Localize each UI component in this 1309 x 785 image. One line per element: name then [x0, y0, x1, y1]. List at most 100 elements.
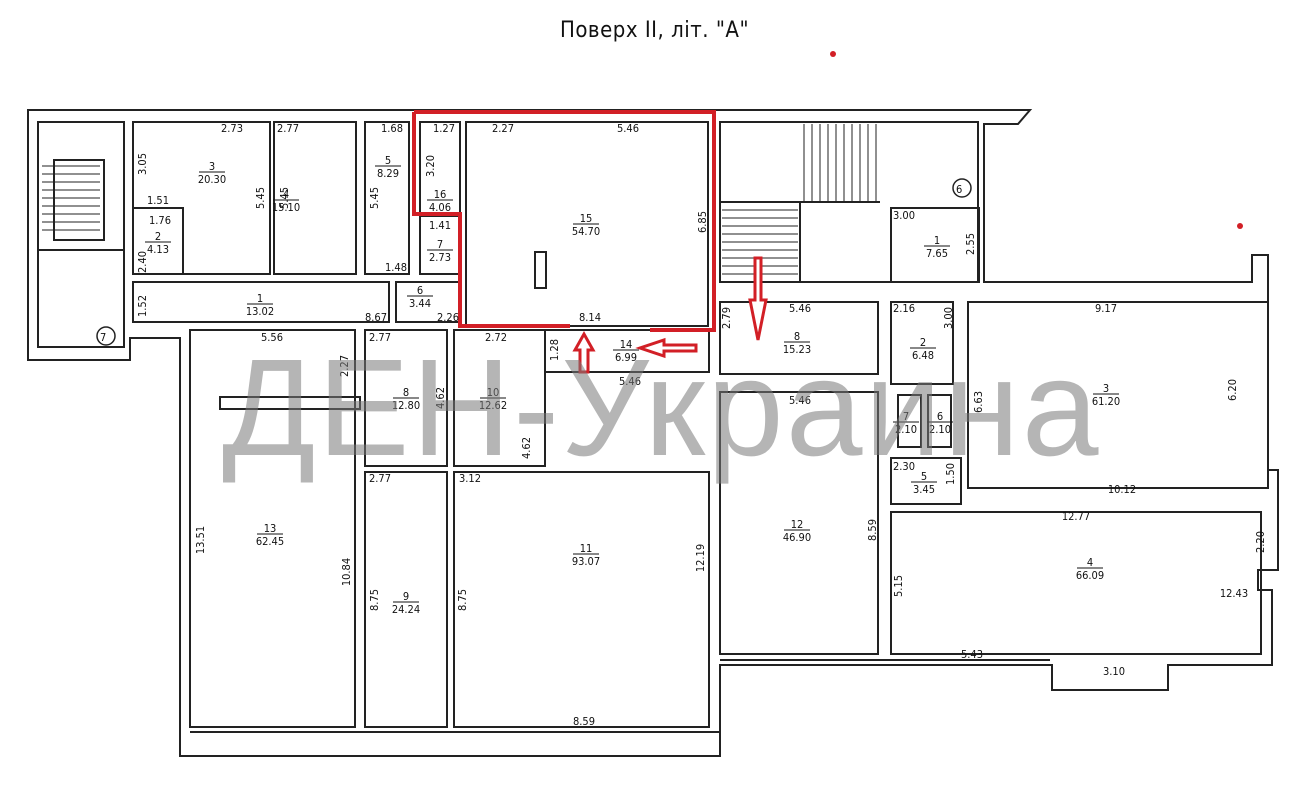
room-area-left-5: 8.29	[377, 167, 399, 180]
dimension-label: 3.05	[136, 153, 149, 175]
dimension-label: 8.59	[866, 519, 879, 541]
room-area-left-9: 24.24	[392, 603, 420, 616]
room-area-right-4: 66.09	[1076, 569, 1104, 582]
dimension-label: 8.14	[579, 311, 601, 324]
room-number-right-12: 12	[791, 518, 804, 531]
dimension-label: 2.26	[437, 311, 459, 324]
dimension-label: 3.10	[1103, 665, 1125, 678]
room-number-right-2: 2	[920, 336, 926, 349]
dimension-label: 1.28	[548, 339, 561, 361]
room-area-left-16: 4.06	[429, 201, 451, 214]
room-number-left-16: 16	[434, 188, 447, 201]
dimension-label: 2.40	[136, 251, 149, 273]
room-area-right-8: 15.23	[783, 343, 811, 356]
room-area-right-1: 7.65	[926, 247, 948, 260]
dimension-label: 5.43	[961, 648, 983, 661]
dimension-label: 5.46	[617, 122, 639, 135]
dimension-label: 2.77	[369, 472, 391, 485]
room-number-left-9: 9	[403, 590, 409, 603]
dimension-label: 8.75	[368, 589, 381, 611]
room-number-right-1: 1	[934, 234, 940, 247]
dimension-label: 2.27	[338, 355, 351, 377]
dimension-label: 5.15	[892, 575, 905, 597]
dimension-label: 4.62	[434, 387, 447, 409]
dimension-label: 2.27	[492, 122, 514, 135]
dimension-label: 6.63	[972, 391, 985, 413]
room-number-left-14: 14	[620, 338, 633, 351]
room-number-left-1: 1	[257, 292, 263, 305]
room-number-left-3: 3	[209, 160, 215, 173]
room-area-left-4: 15.10	[272, 201, 300, 214]
dimension-label: 2.72	[485, 331, 507, 344]
room-area-right-7: 2.10	[895, 423, 917, 436]
room-area-right-5: 3.45	[913, 483, 935, 496]
dimension-label: 10.12	[1108, 483, 1136, 496]
dimension-label: 8.59	[573, 715, 595, 728]
dimension-label: 5.46	[619, 375, 641, 388]
dimension-label: 6.20	[1226, 379, 1239, 401]
dimension-label: 1.41	[429, 219, 451, 232]
dimension-label: 2.79	[720, 307, 733, 329]
dimension-label: 5.56	[261, 331, 283, 344]
room-area-left-10: 12.62	[479, 399, 507, 412]
room-number-right-5: 5	[921, 470, 927, 483]
dimension-label: 1.68	[381, 122, 403, 135]
room-number-left-11: 11	[580, 542, 593, 555]
dimension-label: 2.30	[893, 460, 915, 473]
room-area-right-12: 46.90	[783, 531, 811, 544]
dimension-label: 1.51	[147, 194, 169, 207]
dimension-label: 2.73	[221, 122, 243, 135]
dimension-label: 5.45	[368, 187, 381, 209]
dimension-label: 4.62	[520, 437, 533, 459]
stair-mark-7: 7	[100, 331, 106, 344]
room-area-left-8: 12.80	[392, 399, 420, 412]
dimension-label: 3.00	[893, 209, 915, 222]
room-area-left-7: 2.73	[429, 251, 451, 264]
dimension-label: 1.50	[944, 463, 957, 485]
dimension-label: 12.19	[694, 544, 707, 572]
dimension-label: 2.16	[893, 302, 915, 315]
room-area-right-3: 61.20	[1092, 395, 1120, 408]
dimension-label: 1.52	[136, 295, 149, 317]
room-number-left-10: 10	[487, 386, 500, 399]
dimension-label: 13.51	[194, 526, 207, 554]
room-area-left-14: 6.99	[615, 351, 637, 364]
dimension-label: 2.77	[369, 331, 391, 344]
room-area-left-2: 4.13	[147, 243, 169, 256]
stair-mark-6: 6	[956, 183, 962, 196]
dimension-label: 9.17	[1095, 302, 1117, 315]
dimension-label: 8.67	[365, 311, 387, 324]
room-number-left-15: 15	[580, 212, 593, 225]
room-number-left-8: 8	[403, 386, 409, 399]
room-number-left-2: 2	[155, 230, 161, 243]
dimension-label: 2.20	[1254, 531, 1267, 553]
dimension-label: 1.48	[385, 261, 407, 274]
dimension-label: 5.46	[789, 394, 811, 407]
dimension-label: 12.77	[1062, 510, 1090, 523]
room-number-left-13: 13	[264, 522, 277, 535]
room-number-right-8: 8	[794, 330, 800, 343]
dimension-label: 8.75	[456, 589, 469, 611]
room-number-left-7: 7	[437, 238, 443, 251]
room-area-left-15: 54.70	[572, 225, 600, 238]
room-number-right-6: 6	[937, 410, 943, 423]
room-area-left-1: 13.02	[246, 305, 274, 318]
dimension-label: 2.55	[964, 233, 977, 255]
room-area-left-3: 20.30	[198, 173, 226, 186]
room-area-left-6: 3.44	[409, 297, 431, 310]
room-area-right-2: 6.48	[912, 349, 934, 362]
dimension-label: 5.45	[254, 187, 267, 209]
dimension-label: 1.27	[433, 122, 455, 135]
dimension-label: 2.77	[277, 122, 299, 135]
dimension-label: 5.46	[789, 302, 811, 315]
room-area-right-6: 2.10	[929, 423, 951, 436]
room-number-left-5: 5	[385, 154, 391, 167]
dimension-label: 6.85	[696, 211, 709, 233]
dimension-label: 1.76	[149, 214, 171, 227]
dimension-label: 5.45	[278, 187, 291, 209]
room-area-left-13: 62.45	[256, 535, 284, 548]
room-number-right-3: 3	[1103, 382, 1109, 395]
room-number-left-6: 6	[417, 284, 423, 297]
room-number-right-4: 4	[1087, 556, 1093, 569]
plan-title: Поверх II, літ. "А"	[559, 18, 750, 43]
